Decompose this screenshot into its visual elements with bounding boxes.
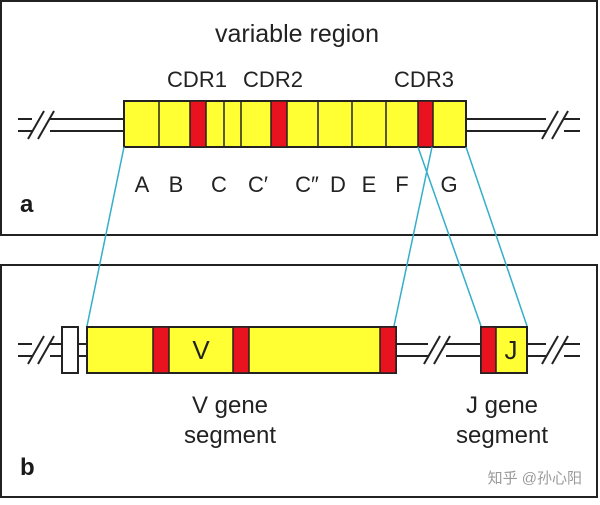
connector-j-right — [465, 146, 528, 327]
cdr2-label: CDR2 — [243, 67, 303, 92]
j-gene-caption-line2: segment — [456, 422, 548, 449]
panel-a-dna-right — [466, 110, 580, 140]
strand-label-d: D — [330, 172, 346, 197]
strand-label-a: A — [135, 172, 150, 197]
j-segment-letter: J — [505, 335, 518, 365]
strand-label-b: B — [169, 172, 184, 197]
strand-label-f: F — [395, 172, 408, 197]
strand-label-e: E — [362, 172, 377, 197]
variable-region-title: variable region — [215, 20, 379, 48]
panel-a-letter: a — [20, 191, 34, 218]
strand-label-c-prime: C′ — [248, 172, 268, 197]
connector-v-left — [86, 146, 125, 327]
v-cdr3-segment — [379, 326, 397, 374]
v-segment-letter: V — [192, 335, 210, 365]
strand-label-g: G — [440, 172, 457, 197]
j-gene-caption-line1: J gene — [466, 392, 538, 419]
cdr1-label: CDR1 — [167, 67, 227, 92]
strand-label-c: C — [211, 172, 227, 197]
cdr3-label: CDR3 — [394, 67, 454, 92]
panel-a-dna-left — [18, 110, 124, 140]
panel-b-letter: b — [20, 454, 35, 481]
connector-j-left — [417, 146, 482, 327]
variable-region-box — [123, 100, 467, 148]
cdr2-segment — [270, 100, 288, 148]
v-gene-caption-line1: V gene — [192, 392, 268, 419]
v-cdr1-segment — [152, 326, 170, 374]
j-cdr3-segment — [480, 326, 497, 374]
panel-b-frame — [0, 264, 598, 498]
v-gene-caption-line2: segment — [184, 422, 276, 449]
connector-v-right — [393, 146, 433, 327]
cdr1-segment — [189, 100, 207, 148]
v-cdr2-segment — [232, 326, 250, 374]
cdr3-segment — [417, 100, 434, 148]
strand-label-c-double-prime: C″ — [295, 172, 319, 197]
panel-b-dna — [18, 335, 580, 365]
watermark-text: 知乎 @孙心阳 — [488, 470, 582, 487]
mapping-connectors — [86, 146, 528, 327]
leader-exon — [61, 326, 79, 374]
